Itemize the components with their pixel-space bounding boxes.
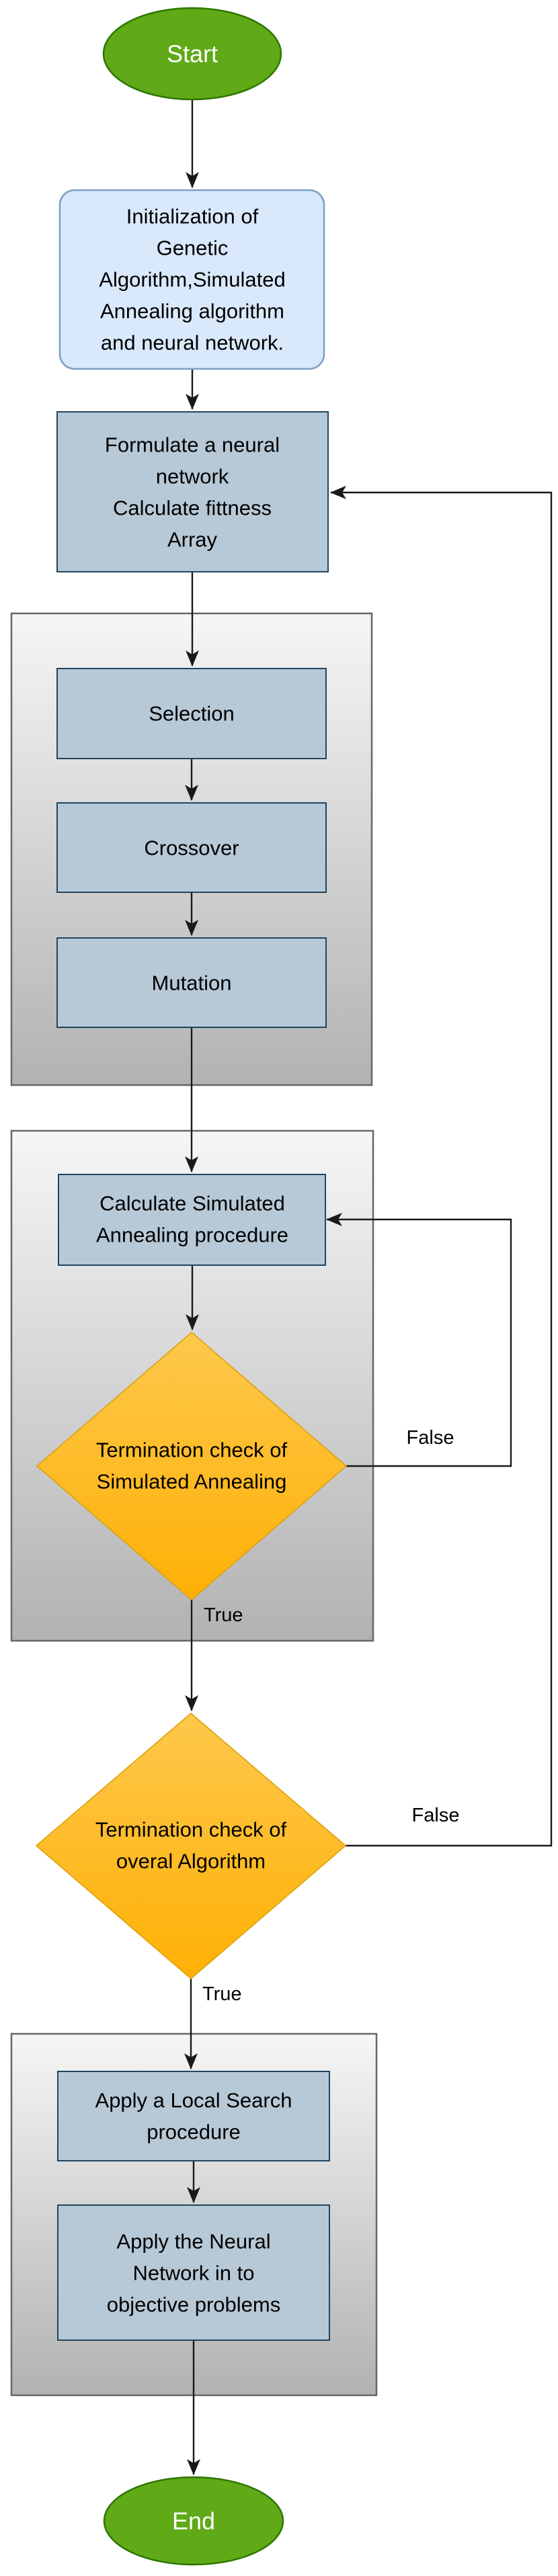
node-initialization: Initialization of Genetic Algorithm,Simu… [58, 189, 325, 370]
edge-sa-check-false-loop [326, 1213, 512, 1467]
label-sa-true: True [204, 1604, 243, 1626]
node-initialization-line: and neural network. [101, 331, 284, 355]
node-apply-nn-line: Network in to [133, 2262, 255, 2285]
node-crossover: Crossover [56, 802, 327, 893]
node-calculate-sa-line: Annealing procedure [96, 1223, 288, 1247]
node-formulate-line: Array [167, 528, 218, 552]
node-crossover-label: Crossover [144, 836, 239, 860]
node-calculate-sa-line: Calculate Simulated [99, 1192, 285, 1215]
node-overall-check-line: Termination check of [95, 1818, 287, 1842]
edge-overall-check-false-loop [330, 486, 553, 1847]
node-selection-label: Selection [149, 702, 235, 726]
node-local-search-line: procedure [147, 2120, 241, 2144]
node-end: End [103, 2476, 284, 2566]
node-formulate-line: network [156, 465, 229, 488]
node-initialization-line: Initialization of [126, 205, 259, 228]
node-start: Start [102, 7, 282, 101]
node-sa-check-line: Termination check of [96, 1439, 288, 1462]
node-formulate-line: Formulate a neural [105, 433, 280, 457]
node-sa-check-line: Simulated Annealing [97, 1470, 287, 1494]
node-overall-termination-check: Termination check of overal Algorithm [35, 1712, 347, 1980]
node-mutation: Mutation [56, 937, 327, 1028]
node-apply-nn-line: objective problems [107, 2293, 280, 2317]
label-overall-false: False [412, 1805, 460, 1826]
node-apply-neural-network: Apply the Neural Network in to objective… [57, 2204, 330, 2341]
node-local-search: Apply a Local Search procedure [57, 2071, 330, 2161]
node-end-label: End [172, 2507, 215, 2535]
node-local-search-line: Apply a Local Search [95, 2089, 292, 2112]
node-sa-termination-check: Termination check of Simulated Annealing [36, 1331, 348, 1601]
node-overall-check-line: overal Algorithm [116, 1850, 266, 1873]
node-calculate-sa: Calculate Simulated Annealing procedure [58, 1174, 326, 1266]
node-selection: Selection [56, 668, 327, 759]
node-initialization-line: Genetic [157, 237, 229, 260]
node-apply-nn-line: Apply the Neural [116, 2230, 270, 2253]
node-mutation-label: Mutation [152, 972, 232, 995]
node-initialization-line: Algorithm,Simulated [99, 268, 285, 292]
node-formulate-line: Calculate fittness [113, 497, 272, 520]
node-initialization-line: Annealing algorithm [100, 300, 284, 323]
label-overall-true: True [202, 1983, 242, 2005]
label-sa-false: False [407, 1427, 454, 1449]
node-formulate-network: Formulate a neural network Calculate fit… [56, 411, 329, 572]
node-start-label: Start [167, 40, 218, 68]
